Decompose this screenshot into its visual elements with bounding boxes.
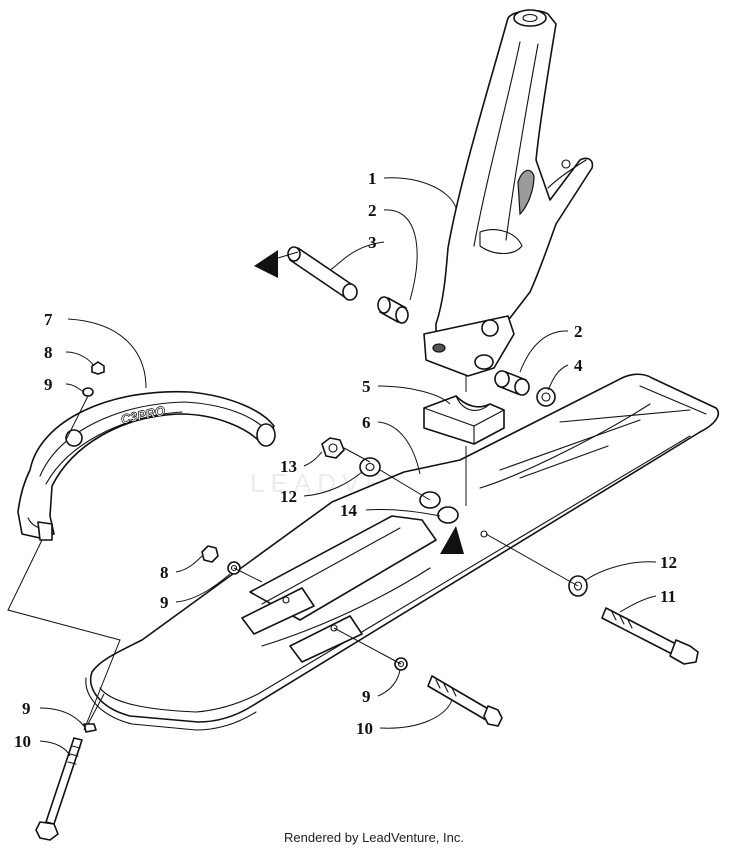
callout-leaders (39, 177, 657, 757)
callout-5: 5 (362, 377, 371, 396)
direction-arrows (254, 250, 464, 554)
bushing-lower (494, 370, 530, 396)
bolt-bottom-left (35, 737, 83, 841)
nut-left (201, 545, 219, 563)
arrow-left (254, 250, 278, 278)
callout-6: 6 (362, 413, 371, 432)
thrust-washer (536, 387, 556, 407)
callout-12-upper: 12 (280, 487, 297, 506)
callout-10-middle: 10 (356, 719, 373, 738)
pivot-pin (287, 246, 358, 301)
callout-9-upper: 9 (44, 375, 53, 394)
ski-handle: C3PRO (17, 390, 276, 541)
washer-bottom-left (83, 723, 97, 733)
render-credit: Rendered by LeadVenture, Inc. (284, 830, 464, 845)
arrow-lower (440, 526, 464, 554)
nut-upper-left (91, 361, 105, 375)
callout-2-lower: 2 (574, 322, 583, 341)
bolt-middle (427, 675, 503, 727)
callout-12-lower: 12 (660, 553, 677, 572)
callout-1: 1 (368, 169, 377, 188)
callout-7: 7 (44, 310, 53, 329)
bushing-upper (377, 296, 409, 324)
callout-9-lower: 9 (160, 593, 169, 612)
bolt-long (601, 607, 699, 665)
washer-upper-left (82, 387, 94, 397)
callout-10-bottom: 10 (14, 732, 31, 751)
callout-3: 3 (368, 233, 377, 252)
callout-4: 4 (574, 356, 583, 375)
ski (85, 373, 720, 731)
callout-numbers: 1 2 3 2 4 5 6 7 8 9 13 12 14 8 9 12 11 9… (14, 169, 677, 751)
spindle (423, 9, 594, 377)
callout-8-lower: 8 (160, 563, 169, 582)
callout-9-middle: 9 (362, 687, 371, 706)
callout-8-upper: 8 (44, 343, 53, 362)
saddle-block (423, 395, 505, 445)
washer-upper (359, 457, 381, 477)
callout-13: 13 (280, 457, 297, 476)
callout-14: 14 (340, 501, 358, 520)
assembly-lines (7, 251, 579, 731)
callout-9-bottom: 9 (22, 699, 31, 718)
lock-nut-upper (321, 437, 345, 459)
callout-2-upper: 2 (368, 201, 377, 220)
callout-11: 11 (660, 587, 676, 606)
